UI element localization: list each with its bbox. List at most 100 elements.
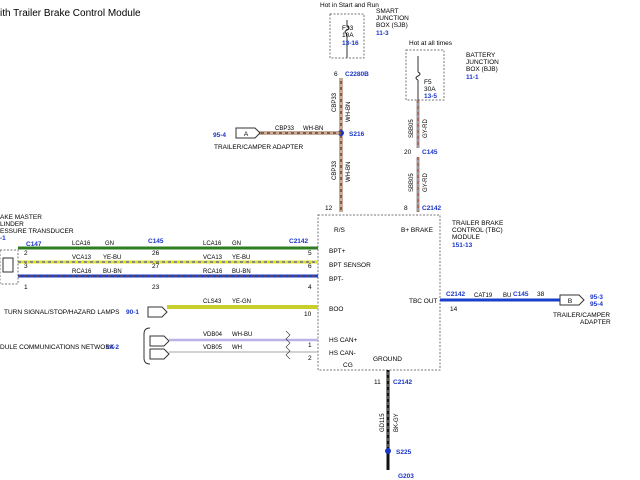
wire-lca16-pin-tbc: 5 bbox=[308, 250, 312, 257]
transducer-ref[interactable]: -1 bbox=[0, 235, 6, 242]
bjb-header: Hot at all times bbox=[409, 40, 453, 47]
bjb-name-1: BATTERY bbox=[466, 52, 496, 59]
wire-vdb05-circuit: VDB05 bbox=[203, 345, 223, 351]
wire-vca13-color-right: YE-BU bbox=[232, 255, 250, 261]
tbc-pin-12: 12 bbox=[325, 205, 333, 212]
wire-lca16-color-left: GN bbox=[105, 241, 114, 247]
transducer-pin-2: 3 bbox=[24, 263, 28, 270]
tbc-label-hs-can-plus: HS CAN+ bbox=[329, 337, 358, 344]
connector-a-letter: A bbox=[244, 131, 249, 138]
wire-gd115-circuit: GD115 bbox=[380, 413, 386, 432]
mid-connector-label: C145 bbox=[148, 238, 164, 245]
tbc-label-tbc-out: TBC OUT bbox=[409, 298, 438, 305]
wire-vca13-circuit-right: VCA13 bbox=[203, 255, 223, 261]
tbc-connector-left: C2142 bbox=[289, 238, 309, 245]
transducer-pin-1: 2 bbox=[24, 250, 28, 257]
wire-rca16-color-right: BU-BN bbox=[232, 269, 251, 275]
wire-vca13-pin-tbc: 6 bbox=[308, 263, 312, 270]
wire-vca13-pin-c145: 27 bbox=[152, 263, 160, 270]
sjb-ref[interactable]: 11-3 bbox=[376, 30, 389, 37]
tbc-label-ground: GROUND bbox=[373, 356, 402, 363]
tbc-name-3: MODULE bbox=[452, 234, 480, 241]
sjb-name-1: SMART bbox=[376, 8, 399, 15]
tbc-label-rs: R/S bbox=[334, 227, 346, 234]
can-source-ref[interactable]: 14-2 bbox=[106, 344, 119, 351]
connector-b-dest-2: ADAPTER bbox=[580, 319, 611, 326]
can-bracket bbox=[143, 327, 151, 365]
transducer-pin-3: 1 bbox=[24, 284, 28, 291]
ground-connector: C2142 bbox=[393, 379, 413, 386]
wire-vdb04-color: WH-BU bbox=[232, 332, 252, 338]
bjb-fuse-id: F5 bbox=[424, 79, 432, 86]
connector-b-dest-1: TRAILER/CAMPER bbox=[553, 312, 610, 319]
transducer-name-1: AKE MASTER bbox=[0, 214, 42, 221]
tbc-pin-8: 8 bbox=[404, 205, 408, 212]
wire-lca16-circuit-right: LCA16 bbox=[203, 241, 222, 247]
connector-b-letter: B bbox=[568, 298, 572, 305]
wire-sbb05-circuit-bottom: SBB05 bbox=[409, 173, 415, 192]
transducer-sensor-icon bbox=[2, 257, 14, 273]
wire-vca13-color-left: YE-BU bbox=[103, 255, 121, 261]
sjb-fuse-icon bbox=[344, 25, 350, 35]
transducer-connector: C147 bbox=[26, 241, 42, 248]
sjb-fuse-id: F33 bbox=[342, 25, 354, 32]
wire-vdb04-pin: 1 bbox=[308, 342, 312, 349]
wire-rca16-pin-c145: 23 bbox=[152, 284, 160, 291]
boo-source-ref[interactable]: 90-1 bbox=[126, 309, 139, 316]
bjb-ref[interactable]: 11-1 bbox=[466, 74, 479, 81]
wire-sbb05-color-bottom: GY-RD bbox=[423, 173, 429, 192]
bjb-pin: 20 bbox=[404, 149, 412, 156]
wire-rca16-circuit-left: RCA16 bbox=[72, 269, 92, 275]
wire-rca16-color-left: BU-BN bbox=[103, 269, 122, 275]
tbc-name-1: TRAILER BRAKE bbox=[452, 220, 504, 227]
wire-cbp33-color-top: WH-BN bbox=[346, 102, 352, 122]
wire-cat19-circuit: CAT19 bbox=[474, 293, 493, 299]
diagram-title: ith Trailer Brake Control Module bbox=[0, 8, 141, 19]
tbc-ref[interactable]: 151-13 bbox=[452, 242, 473, 249]
tbc-module-box bbox=[317, 214, 441, 371]
sjb-name-3: BOX (SJB) bbox=[376, 22, 408, 29]
splice-s225-label: S225 bbox=[396, 449, 412, 456]
wire-cbp33-circuit-top: CBP33 bbox=[332, 92, 338, 112]
connector-b-shape bbox=[559, 294, 585, 306]
connector-a-ref[interactable]: 95-4 bbox=[213, 132, 226, 139]
bjb-fuse-amp: 30A bbox=[424, 86, 436, 93]
can-source-label: DULE COMMUNICATIONS NETWORK bbox=[0, 344, 115, 351]
can-twist-icon bbox=[285, 330, 291, 360]
can-connector-1 bbox=[149, 335, 170, 347]
wire-vdb05-pin: 2 bbox=[308, 355, 312, 362]
wire-cbp33-circuit-bottom: CBP33 bbox=[332, 160, 338, 180]
bjb-fuse-ref[interactable]: 13-5 bbox=[424, 93, 437, 100]
wire-gd115-color: BK-GY bbox=[394, 413, 400, 432]
transducer-box bbox=[0, 249, 19, 285]
boo-connector-shape bbox=[147, 306, 168, 318]
wire-cls43-pin: 10 bbox=[304, 311, 312, 318]
tbc-label-bpt-sensor: BPT SENSOR bbox=[329, 262, 371, 269]
ground-g203-label: G203 bbox=[398, 473, 414, 480]
bjb-name-2: JUNCTION bbox=[466, 59, 499, 66]
sjb-fuse-ref[interactable]: 13-16 bbox=[342, 40, 359, 47]
sjb-fuse-amp: 10A bbox=[342, 32, 354, 39]
tbc-label-bpt-minus: BPT- bbox=[329, 276, 343, 283]
boo-source-label: TURN SIGNAL/STOP/HAZARD LAMPS bbox=[4, 309, 120, 316]
connector-b-ref-2[interactable]: 95-4 bbox=[590, 301, 603, 308]
wire-vdb04-circuit: VDB04 bbox=[203, 332, 223, 338]
connector-b-ref-1[interactable]: 95-3 bbox=[590, 294, 603, 301]
wire-vca13-circuit-left: VCA13 bbox=[72, 255, 92, 261]
bjb-fuse-icon bbox=[415, 71, 421, 81]
splice-s216-label: S216 bbox=[349, 131, 365, 138]
connector-a-shape bbox=[235, 127, 261, 139]
wire-cls43-color: YE-GN bbox=[232, 299, 251, 305]
tbc-name-2: CONTROL (TBC) bbox=[452, 227, 503, 234]
sjb-header: Hot in Start and Run bbox=[320, 2, 379, 9]
tbc-out-pin: 14 bbox=[450, 306, 458, 313]
connector-a-dest: TRAILER/CAMPER ADAPTER bbox=[214, 144, 304, 151]
wire-cbp33-circuit-h: CBP33 bbox=[275, 126, 295, 132]
wire-sbb05-color-top: GY-RD bbox=[423, 119, 429, 138]
wire-cbp33-color-bottom: WH-BN bbox=[346, 162, 352, 182]
splice-s225-dot bbox=[385, 448, 391, 454]
tbc-label-cg: CG bbox=[343, 362, 353, 369]
transducer-name-3: ESSURE TRANSDUCER bbox=[0, 228, 74, 235]
